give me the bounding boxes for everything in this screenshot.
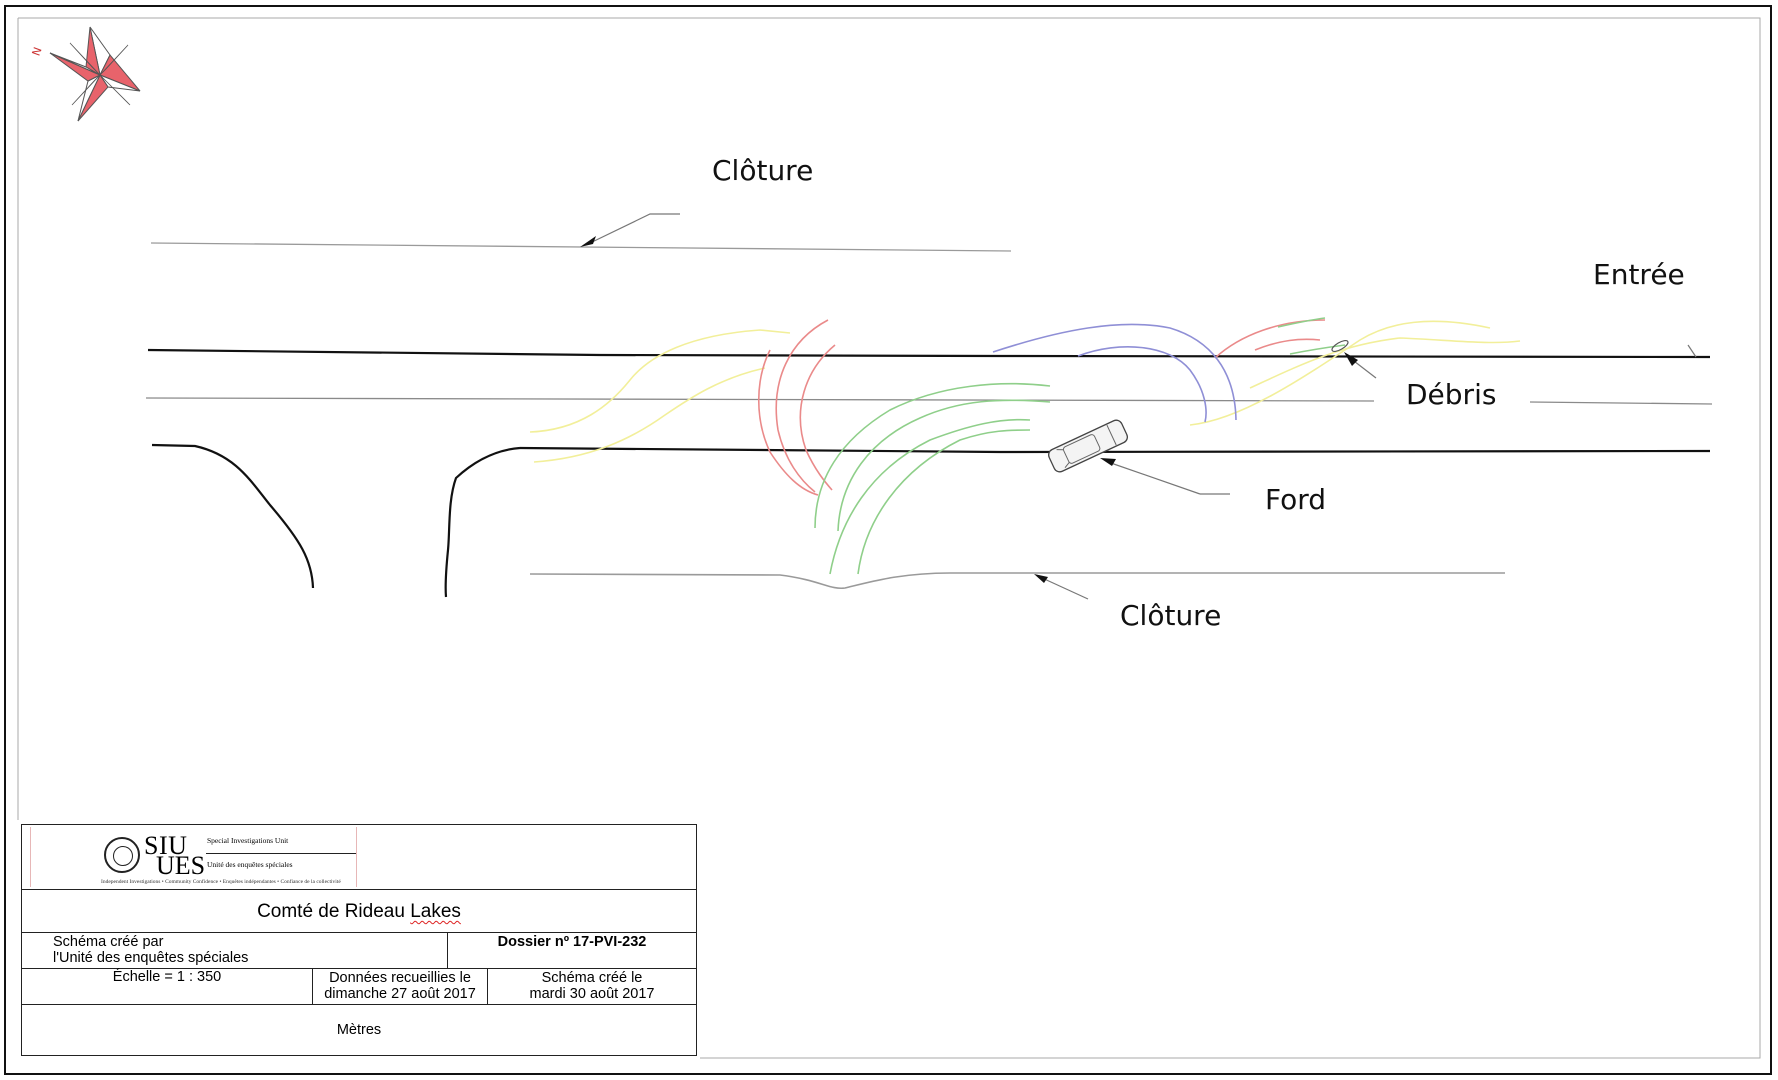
logo-divider [206, 853, 356, 854]
label-entree: Entrée [1593, 258, 1685, 291]
created-on-line2: mardi 30 août 2017 [529, 986, 655, 1002]
data-collected-line2: dimanche 27 août 2017 [324, 986, 476, 1002]
label-cloture-top: Clôture [712, 154, 814, 187]
label-debris: Débris [1406, 378, 1497, 411]
outer-frame [4, 5, 1772, 1075]
created-by-cell: Schéma créé par l'Unité des enquêtes spé… [22, 933, 447, 968]
fence-bottom-line [529, 572, 1505, 590]
logo-ues-text: UES [156, 851, 206, 880]
debris-marker [1331, 339, 1349, 353]
fence-bottom-leader [1039, 576, 1089, 600]
yellow-tire-marks [529, 320, 1521, 463]
data-collected-line1: Données recueillies le [329, 970, 471, 986]
logo-tagline: Independent Investigations • Community C… [101, 879, 341, 885]
siu-logo: SIU UES Special Investigations Unit Unit… [30, 827, 357, 887]
title-block-logo-row: SIU UES Special Investigations Unit Unit… [22, 825, 696, 890]
units-label: Mètres [336, 1022, 382, 1038]
logo-siu-text: SIU [144, 831, 188, 860]
title-block-author-row: Schéma créé par l'Unité des enquêtes spé… [22, 933, 696, 969]
data-collected-cell: Données recueillies le dimanche 27 août … [312, 969, 487, 1004]
side-road-west-edge [151, 443, 315, 589]
logo-ues-subtitle: Unité des enquêtes spéciales [207, 860, 293, 869]
created-on-cell: Schéma créé le mardi 30 août 2017 [487, 969, 696, 1004]
label-ford: Ford [1265, 483, 1327, 516]
green-tire-marks [814, 317, 1346, 575]
county-prefix: Comté de Rideau [257, 901, 411, 922]
debris-arrow-icon [1344, 352, 1358, 366]
county-lakes: Lakes [410, 901, 461, 922]
red-tire-marks [758, 319, 1326, 496]
entrance-edge [1687, 344, 1697, 358]
fence-top-leader [587, 213, 680, 245]
road-edge-north [147, 348, 1711, 359]
side-road-east-edge [444, 446, 521, 598]
label-cloture-bottom: Clôture [1120, 599, 1222, 632]
fence-bottom-arrow-icon [1034, 574, 1048, 583]
created-by-line1: Schéma créé par [53, 934, 164, 950]
title-block-dates-row: Échelle = 1 : 350 Données recueillies le… [22, 969, 696, 1005]
logo-siu-subtitle: Special Investigations Unit [207, 836, 289, 845]
fence-top-line [150, 242, 1012, 252]
created-on-line1: Schéma créé le [541, 970, 643, 986]
compass-rose-icon [49, 26, 141, 122]
seal-icon [104, 837, 140, 873]
scale-value: Échelle = 1 : 350 [112, 969, 222, 985]
ford-leader-diag [1107, 461, 1201, 495]
ford-arrow-icon [1100, 458, 1116, 466]
blue-tire-marks [992, 323, 1237, 423]
road-centerline [145, 397, 1375, 402]
fence-top-arrow-icon [580, 236, 596, 247]
county-title: Comté de Rideau Lakes [22, 890, 696, 933]
created-by-line2: l'Unité des enquêtes spéciales [53, 950, 249, 966]
scale-cell: Échelle = 1 : 350 [22, 969, 312, 1004]
title-block: SIU UES Special Investigations Unit Unit… [21, 824, 697, 1056]
dossier-number: Dossier nº 17-PVI-232 [497, 934, 647, 950]
ford-vehicle-icon [1047, 419, 1129, 473]
inner-frame [17, 17, 1761, 1059]
road-centerline-east [1529, 401, 1713, 405]
dossier-cell: Dossier nº 17-PVI-232 [447, 933, 696, 968]
units-row: Mètres [22, 1005, 696, 1055]
road-edge-south [519, 446, 1711, 454]
